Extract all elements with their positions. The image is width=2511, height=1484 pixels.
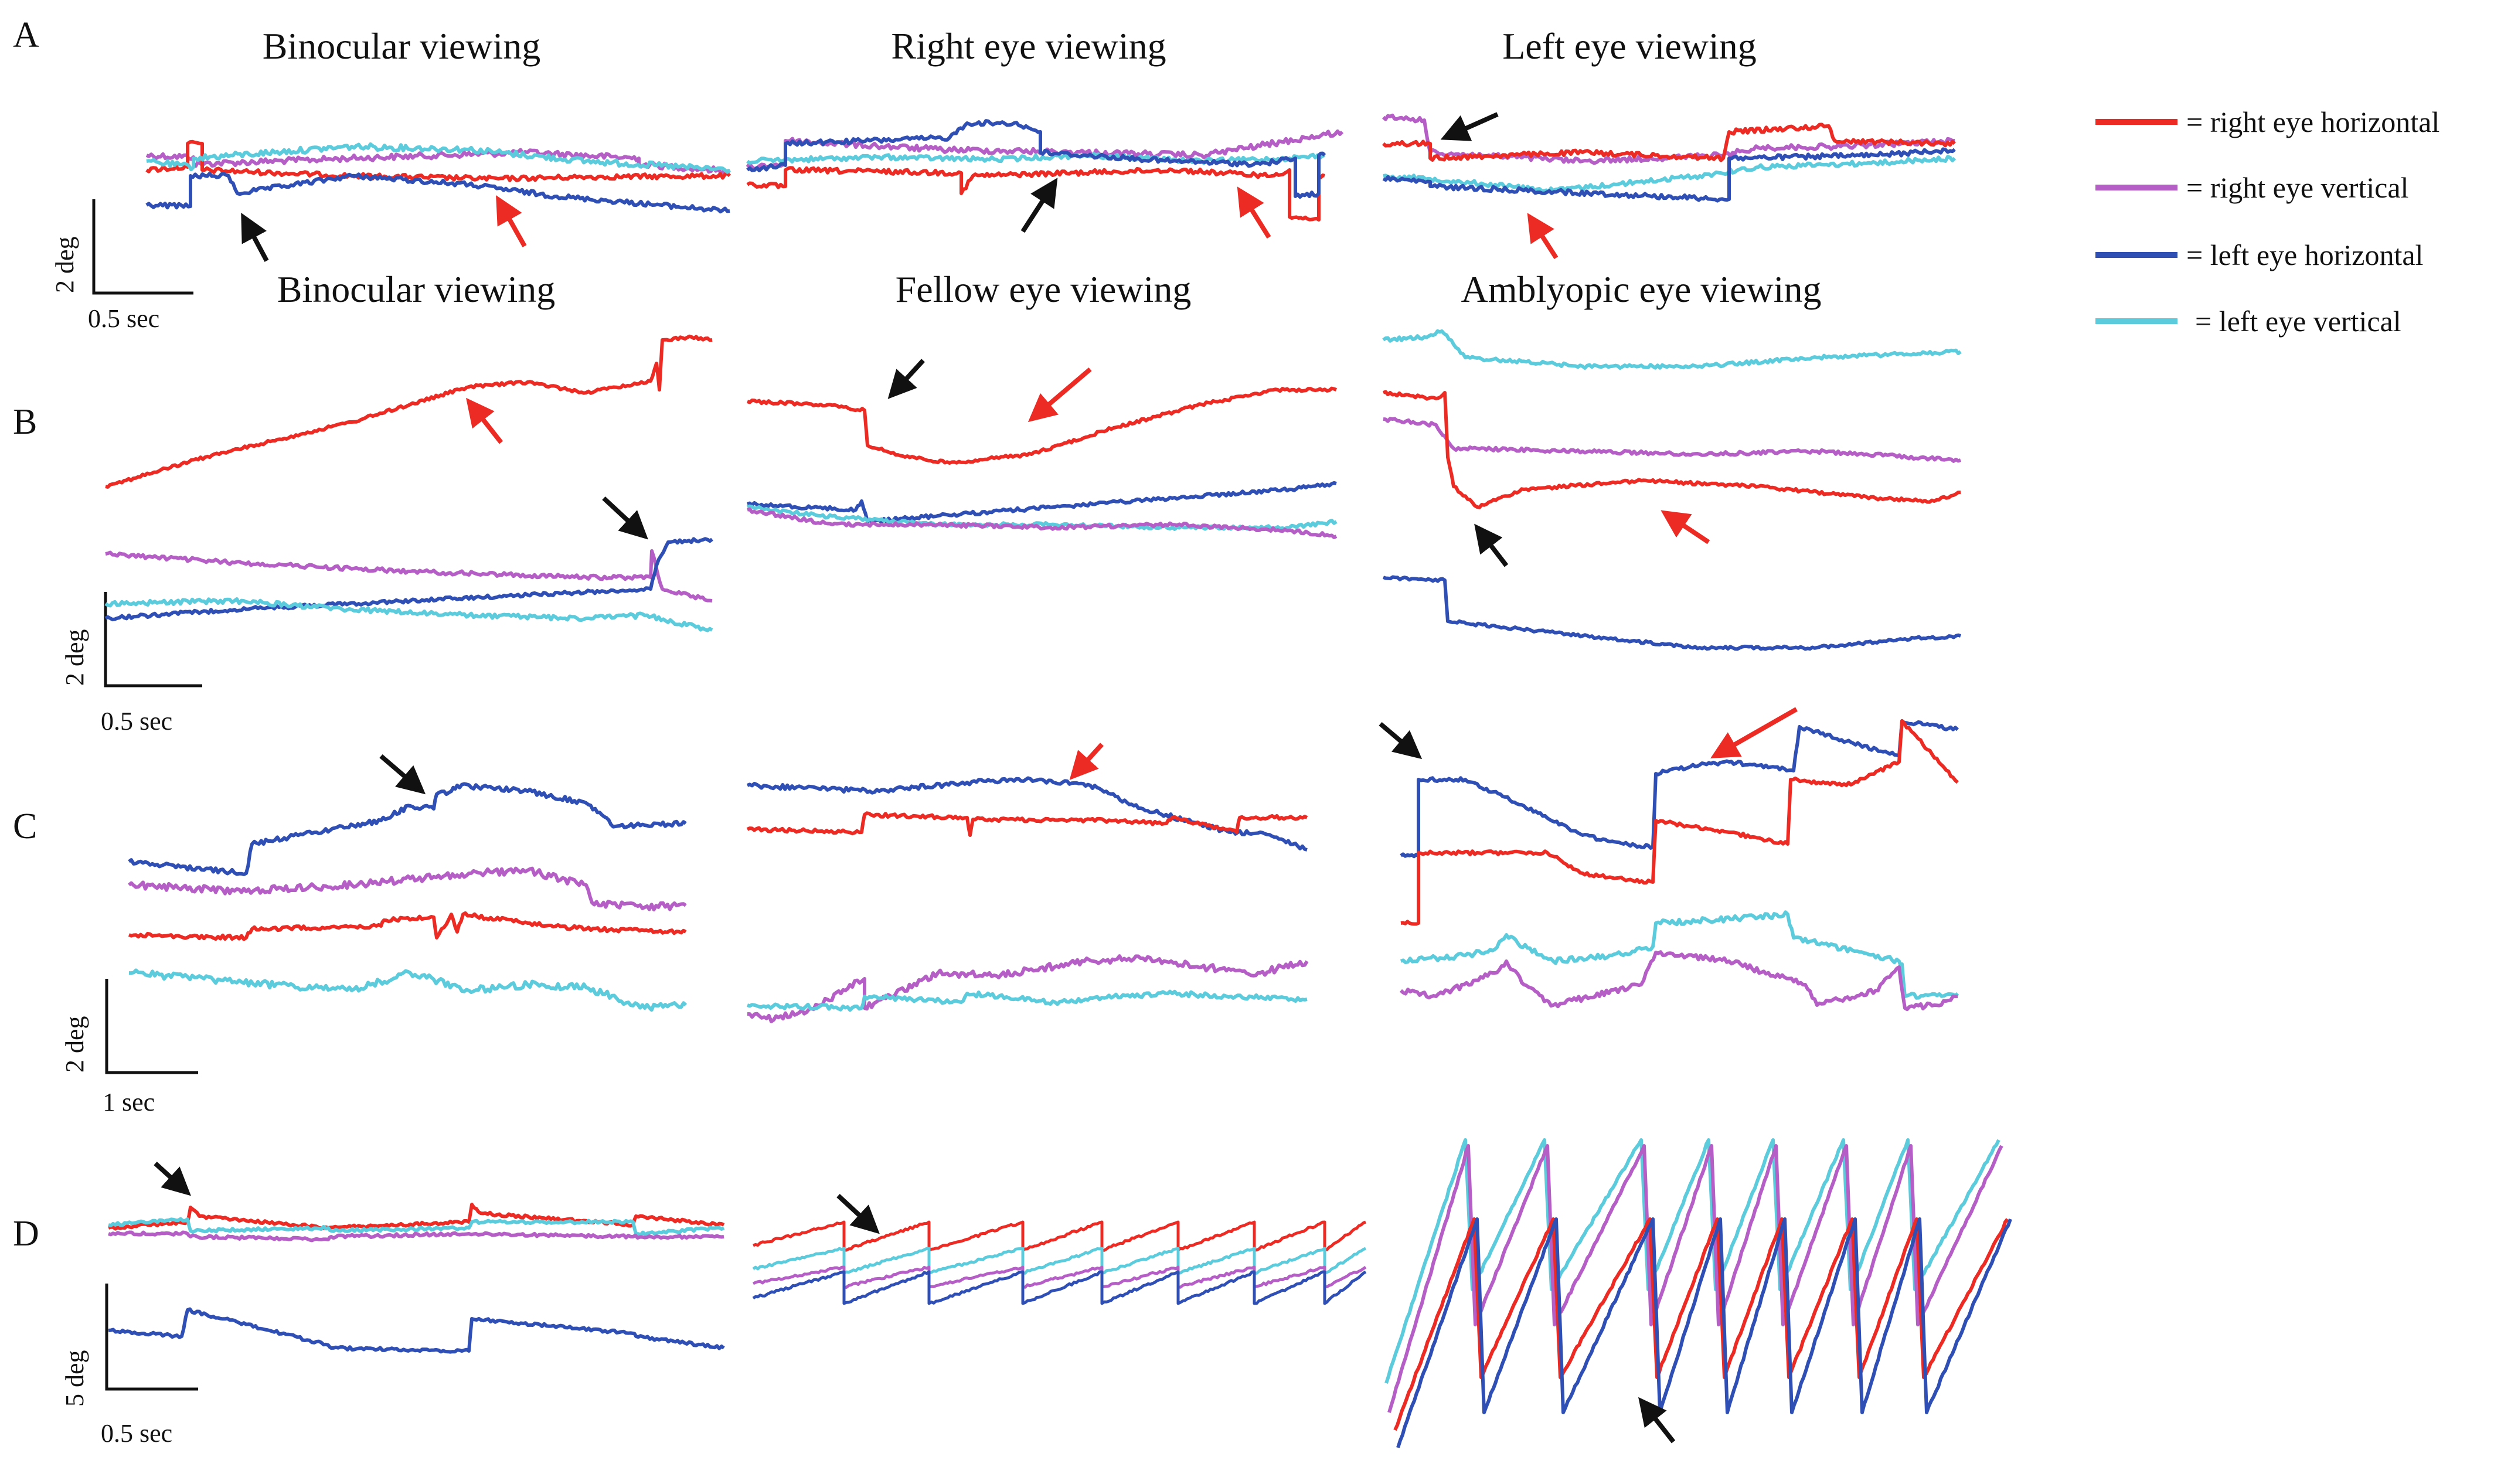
arrow-b1-red bbox=[466, 397, 503, 444]
arrow-d1-black bbox=[154, 1162, 191, 1196]
arrow-b2-black bbox=[887, 359, 925, 399]
trace-b2-right-vertical bbox=[747, 507, 1338, 539]
trace-d1-right-vertical bbox=[108, 1230, 724, 1243]
scale-b-x: 0.5 sec bbox=[101, 707, 172, 736]
trace-b2-left-horizontal bbox=[747, 481, 1337, 525]
scale-bar-d: 5 deg 0.5 sec bbox=[60, 1284, 198, 1448]
trace-c3-left-horizontal bbox=[1400, 719, 1959, 859]
arrow-a3-black bbox=[1440, 112, 1499, 141]
trace-b3-right-vertical bbox=[1383, 417, 1961, 463]
arrow-a1-black bbox=[241, 212, 269, 262]
row-letter-a: A bbox=[13, 15, 39, 55]
title-b-binocular: Binocular viewing bbox=[277, 268, 556, 310]
row-letter-c: C bbox=[13, 806, 37, 846]
arrow-c1-black bbox=[379, 754, 426, 795]
trace-c2-right-vertical bbox=[747, 954, 1309, 1023]
trace-b1-right-vertical bbox=[105, 549, 713, 603]
arrow-b3-red bbox=[1661, 510, 1710, 544]
legend-label-left-eye-vertical: = left eye vertical bbox=[2195, 305, 2401, 338]
trace-b1-left-vertical bbox=[104, 597, 713, 632]
trace-c3-left-vertical bbox=[1400, 910, 1959, 1000]
trace-c1-left-horizontal bbox=[128, 782, 687, 876]
arrow-c3-black bbox=[1379, 721, 1423, 760]
scale-c-y: 2 deg bbox=[60, 1016, 89, 1073]
title-a-left-eye: Left eye viewing bbox=[1502, 25, 1757, 67]
trace-d3-left-horizontal bbox=[1396, 1217, 2012, 1448]
arrow-a2-black bbox=[1020, 178, 1058, 233]
trace-d3-right-horizontal bbox=[1393, 1217, 2009, 1431]
scale-d-x: 0.5 sec bbox=[101, 1419, 172, 1448]
trace-a1-right-vertical bbox=[145, 148, 730, 175]
trace-d2-right-horizontal bbox=[753, 1220, 1366, 1252]
arrow-a2-red bbox=[1237, 186, 1271, 239]
trace-c3-right-horizontal bbox=[1400, 719, 1959, 926]
trace-d3-left-vertical bbox=[1384, 1138, 2000, 1384]
arrow-d3-black bbox=[1638, 1397, 1676, 1444]
trace-d2-left-vertical bbox=[752, 1247, 1366, 1275]
trace-a3-right-horizontal bbox=[1382, 122, 1956, 162]
trace-a1-right-horizontal bbox=[145, 139, 731, 182]
trace-c2-right-horizontal bbox=[746, 811, 1308, 837]
arrows bbox=[154, 112, 1798, 1444]
title-b-amblyopic-eye: Amblyopic eye viewing bbox=[1461, 268, 1822, 310]
trace-d1-right-horizontal bbox=[108, 1203, 725, 1231]
trace-d1-left-vertical bbox=[108, 1217, 725, 1237]
trace-b3-right-horizontal bbox=[1382, 390, 1961, 509]
arrow-c2-red bbox=[1069, 743, 1104, 780]
legend-label-right-eye-horizontal: = right eye horizontal bbox=[2186, 105, 2439, 138]
trace-b1-right-horizontal bbox=[105, 334, 713, 489]
scale-bar-b: 2 deg 0.5 sec bbox=[60, 592, 202, 736]
trace-d1-left-horizontal bbox=[108, 1307, 725, 1354]
arrow-b2-red bbox=[1027, 367, 1092, 423]
trace-b3-left-horizontal bbox=[1382, 575, 1961, 651]
scale-b-y: 2 deg bbox=[60, 629, 89, 686]
trace-b1-left-horizontal bbox=[104, 537, 713, 622]
trace-d2-right-vertical bbox=[752, 1265, 1367, 1289]
title-a-binocular: Binocular viewing bbox=[263, 25, 541, 67]
trace-c1-left-vertical bbox=[128, 968, 688, 1012]
trace-c2-left-horizontal bbox=[746, 776, 1308, 852]
traces bbox=[104, 113, 2012, 1448]
trace-c2-left-vertical bbox=[747, 989, 1308, 1012]
legend: = right eye horizontal = right eye verti… bbox=[2095, 105, 2439, 338]
trace-d3-right-vertical bbox=[1387, 1144, 2003, 1413]
arrow-b1-black bbox=[602, 496, 648, 540]
trace-a3-left-horizontal bbox=[1382, 147, 1956, 203]
scale-a-y: 2 deg bbox=[50, 236, 79, 293]
scale-a-x: 0.5 sec bbox=[88, 304, 159, 333]
trace-c3-right-vertical bbox=[1399, 950, 1958, 1012]
trace-a1-left-horizontal bbox=[145, 172, 730, 214]
scale-bar-c: 2 deg 1 sec bbox=[60, 979, 198, 1117]
title-b-fellow-eye: Fellow eye viewing bbox=[896, 268, 1192, 310]
trace-a1-left-vertical bbox=[146, 142, 731, 174]
arrow-d2-black bbox=[836, 1194, 880, 1234]
arrow-a3-red bbox=[1527, 213, 1559, 260]
arrow-c3-red bbox=[1710, 707, 1798, 758]
row-letter-d: D bbox=[13, 1214, 39, 1254]
scale-bar-a: 2 deg 0.5 sec bbox=[50, 199, 193, 333]
trace-b2-right-horizontal bbox=[747, 386, 1337, 465]
scale-c-x: 1 sec bbox=[103, 1088, 155, 1117]
trace-c1-right-vertical bbox=[128, 866, 687, 911]
trace-d2-left-horizontal bbox=[752, 1270, 1367, 1305]
trace-a2-right-horizontal bbox=[746, 166, 1325, 222]
title-a-right-eye: Right eye viewing bbox=[891, 25, 1166, 67]
trace-c1-right-horizontal bbox=[128, 911, 687, 941]
trace-a3-left-vertical bbox=[1383, 155, 1957, 193]
scale-d-y: 5 deg bbox=[60, 1350, 89, 1407]
trace-b3-left-vertical bbox=[1382, 329, 1962, 370]
legend-label-left-eye-horizontal: = left eye horizontal bbox=[2186, 239, 2423, 271]
arrow-b3-black bbox=[1474, 523, 1509, 567]
legend-label-right-eye-vertical: = right eye vertical bbox=[2186, 171, 2408, 204]
row-letter-b: B bbox=[13, 402, 37, 442]
trace-a2-left-horizontal bbox=[746, 119, 1326, 199]
arrow-a1-red bbox=[496, 195, 527, 247]
